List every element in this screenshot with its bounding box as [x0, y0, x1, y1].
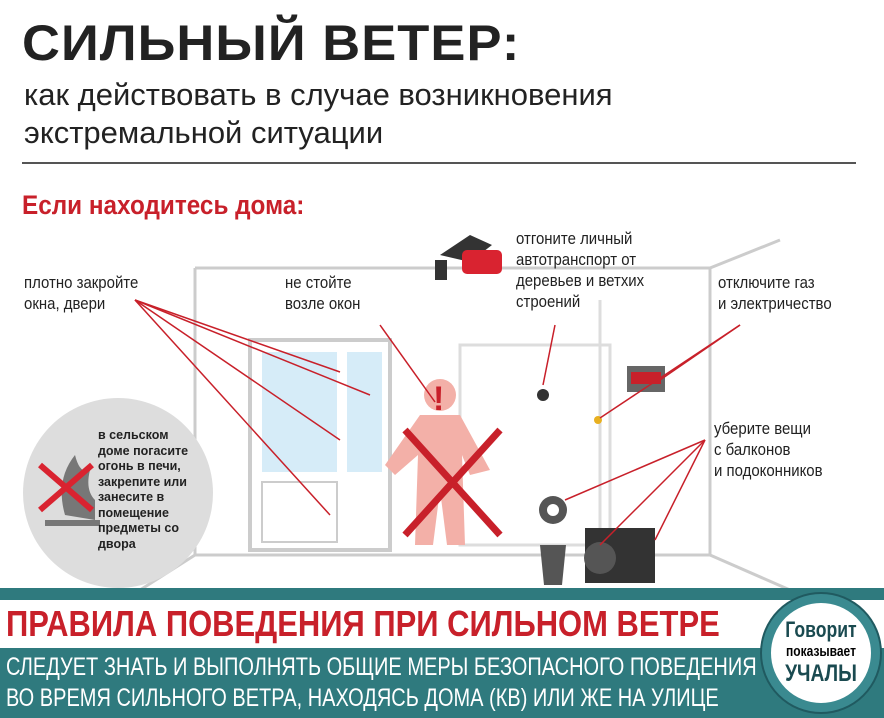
channel-logo: Говорит показывает УЧАЛЫ: [762, 594, 880, 712]
window: [248, 338, 392, 552]
page-title: СИЛЬНЫЙ ВЕТЕР:: [22, 15, 521, 71]
banner-headline-bg: [0, 600, 884, 648]
car-tree-icon: [435, 235, 502, 280]
banner-strip: [0, 588, 884, 600]
banner-description-bg: [0, 648, 884, 718]
warning-exclamation-icon: !: [433, 380, 444, 418]
room-illustration: !: [23, 235, 791, 590]
fire-circle: [23, 398, 213, 588]
lamp-icon: [537, 389, 549, 401]
pointer-lines: [134, 299, 741, 546]
divider: [22, 162, 856, 164]
person-icon: [385, 379, 490, 545]
cross-icon: [402, 427, 503, 538]
section-heading: Если находитесь дома:: [22, 190, 305, 220]
flower-pot-icon: [539, 496, 567, 585]
banner-headline: ПРАВИЛА ПОВЕДЕНИЯ ПРИ СИЛЬНОМ ВЕТРЕ: [6, 603, 720, 644]
banner-description: СЛЕДУЕТ ЗНАТЬ И ВЫПОЛНЯТЬ ОБЩИЕ МЕРЫ БЕЗ…: [6, 653, 757, 712]
box-icon: [584, 528, 655, 583]
